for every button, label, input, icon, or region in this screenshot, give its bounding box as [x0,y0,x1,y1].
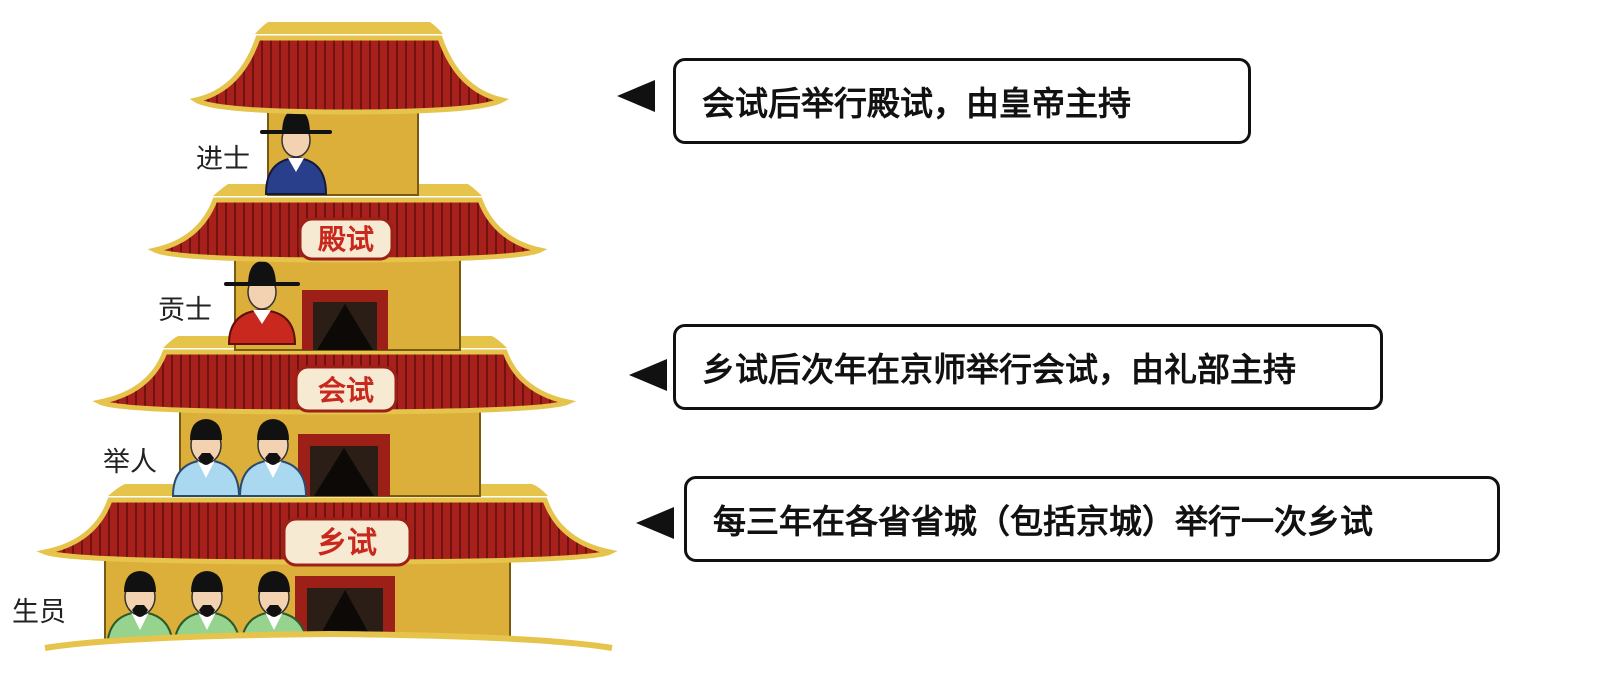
pagoda-illustration: 殿试 会试 乡试 [36,22,618,692]
doorway-level-1 [298,434,390,496]
plaque-huishi [294,365,398,413]
scholar-gongshi [224,261,300,345]
arrow-dianshi [617,80,655,112]
rank-label-gongshi: 贡士 [158,295,212,326]
plaque-xiangshi-text: 乡试 [317,526,377,561]
roof-base [40,636,615,692]
scholar-juren-1 [171,419,241,497]
plaque-xiangshi [282,517,412,567]
callout-dianshi-text: 会试后举行殿试，由皇帝主持 [702,84,1131,123]
plaque-dianshi [298,217,394,261]
arrow-huishi [629,359,667,391]
doorway-level-2 [302,290,388,350]
rank-label-jinshi: 进士 [196,144,250,175]
plaque-huishi-text: 会试 [318,374,374,407]
plaque-dianshi-text: 殿试 [317,223,374,256]
scholar-jinshi [260,109,332,195]
rank-label-shengyuan: 生员 [12,597,66,628]
roof-top [189,22,510,115]
callout-xiangshi: 每三年在各省省城（包括京城）举行一次乡试 [684,476,1500,562]
callout-huishi: 乡试后次年在京师举行会试，由礼部主持 [673,324,1383,410]
scholar-juren-2 [238,419,308,497]
callout-dianshi: 会试后举行殿试，由皇帝主持 [673,58,1251,144]
arrow-xiangshi [636,507,674,539]
callout-huishi-text: 乡试后次年在京师举行会试，由礼部主持 [702,350,1296,389]
rank-label-juren: 举人 [103,447,157,478]
callout-xiangshi-text: 每三年在各省省城（包括京城）举行一次乡试 [713,502,1373,541]
